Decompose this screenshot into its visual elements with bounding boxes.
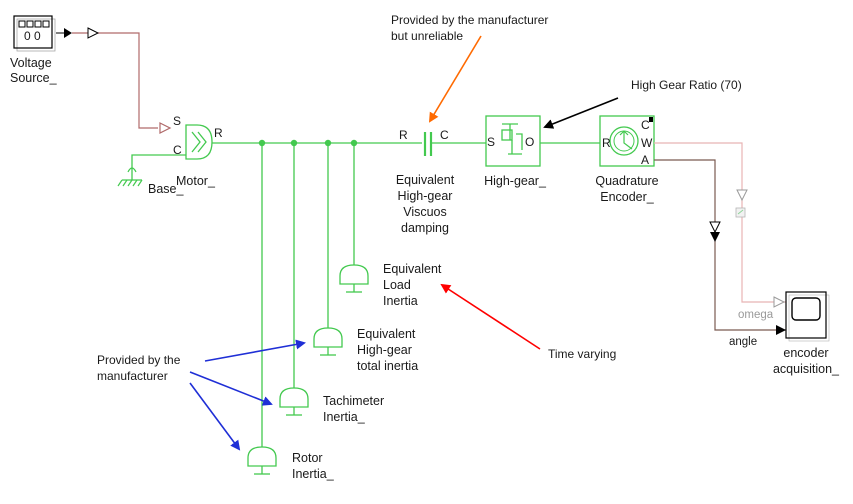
omega-signal-arrow [736, 189, 748, 202]
motor-block[interactable] [185, 124, 213, 160]
damper-port-c: C [440, 128, 449, 142]
inertia-rotor-block[interactable] [247, 446, 277, 475]
inertia-gear-label-2: High-gear [357, 343, 412, 357]
inertia-gear-block[interactable] [313, 327, 343, 356]
high-gear-port-o: O [525, 135, 534, 149]
motor-label: Motor_ [176, 174, 216, 188]
inertia-gear-label-3: total inertia [357, 359, 418, 373]
motor-port-r: R [214, 126, 223, 140]
annotation-provided-arrow-rotor [189, 382, 241, 451]
inertia-tach-label-2: Inertia_ [323, 410, 366, 424]
quadrature-encoder-block[interactable] [599, 115, 655, 167]
voltage-source-label-2: Source_ [10, 71, 58, 85]
angle-sensor-arrow [710, 232, 720, 242]
base-ground-icon[interactable] [117, 167, 143, 187]
damper-label-3: Viscuos [403, 205, 447, 219]
inertia-load-label-1: Equivalent [383, 262, 442, 276]
base-label: Base_ [148, 182, 184, 196]
angle-signal-arrow [709, 221, 721, 234]
inertia-load-block[interactable] [339, 264, 369, 293]
inertia-rotor-label-1: Rotor [292, 451, 323, 465]
encoder-port-w: W [641, 136, 653, 150]
damper-port-r: R [399, 128, 408, 142]
damper-block[interactable] [423, 132, 433, 156]
angle-signal-label: angle [729, 336, 757, 348]
high-gear-block[interactable] [485, 115, 541, 167]
inertia-tach-block[interactable] [279, 387, 309, 416]
annotation-provided-line2: manufacturer [97, 369, 168, 383]
encoder-port-a: A [641, 153, 649, 167]
annotation-unreliable-line2: but unreliable [391, 29, 463, 43]
damper-label-1: Equivalent [396, 173, 455, 187]
annotation-gear-ratio: High Gear Ratio (70) [631, 78, 742, 92]
scope-omega-arrow [773, 296, 786, 308]
omega-sensor-icon [735, 207, 746, 218]
annotation-gear-ratio-arrow [543, 97, 619, 129]
inertia-gear-label-1: Equivalent [357, 327, 416, 341]
inertia-rotor-label-2: Inertia_ [292, 467, 335, 481]
annotation-time-varying: Time varying [548, 347, 616, 361]
high-gear-label: High-gear_ [484, 174, 547, 188]
voltage-signal-line[interactable] [72, 32, 158, 129]
voltage-signal-arrow [87, 27, 100, 39]
inertia-load-label-3: Inertia [383, 294, 418, 308]
encoder-port-c: C [641, 118, 650, 132]
annotation-provided-line1: Provided by the [97, 353, 181, 367]
omega-signal-line[interactable] [654, 142, 786, 303]
annotation-unreliable-line1: Provided by the manufacturer [391, 13, 548, 27]
scope-label-2: acquisition_ [773, 362, 840, 376]
damper-label-2: High-gear [398, 189, 453, 203]
annotation-provided-arrow-tach [189, 371, 273, 406]
scope-block[interactable] [785, 291, 830, 342]
encoder-label-2: Encoder_ [600, 190, 655, 204]
encoder-label-1: Quadrature [595, 174, 658, 188]
scope-angle-arrow [776, 325, 786, 335]
motor-port-c: C [173, 143, 182, 157]
encoder-port-r: R [602, 136, 611, 150]
voltage-source-label-1: Voltage [10, 56, 52, 70]
damper-label-4: damping [401, 221, 449, 235]
scope-label-1: encoder [783, 346, 828, 360]
motor-to-base-line[interactable] [131, 154, 186, 180]
voltage-source-block[interactable]: 0 0 [13, 15, 72, 52]
inertia-load-label-2: Load [383, 278, 411, 292]
motor-input-arrow [159, 122, 172, 134]
omega-signal-label: omega [738, 309, 774, 321]
voltage-source-display: 0 0 [24, 29, 41, 43]
inertia-tach-label-1: Tachimeter [323, 394, 384, 408]
annotation-time-varying-arrow [440, 283, 541, 350]
angle-signal-line[interactable] [654, 159, 786, 331]
annotation-unreliable-arrow [428, 35, 482, 123]
high-gear-port-s: S [487, 135, 495, 149]
motor-port-s: S [173, 114, 181, 128]
annotation-provided-arrow-gear [204, 339, 306, 362]
